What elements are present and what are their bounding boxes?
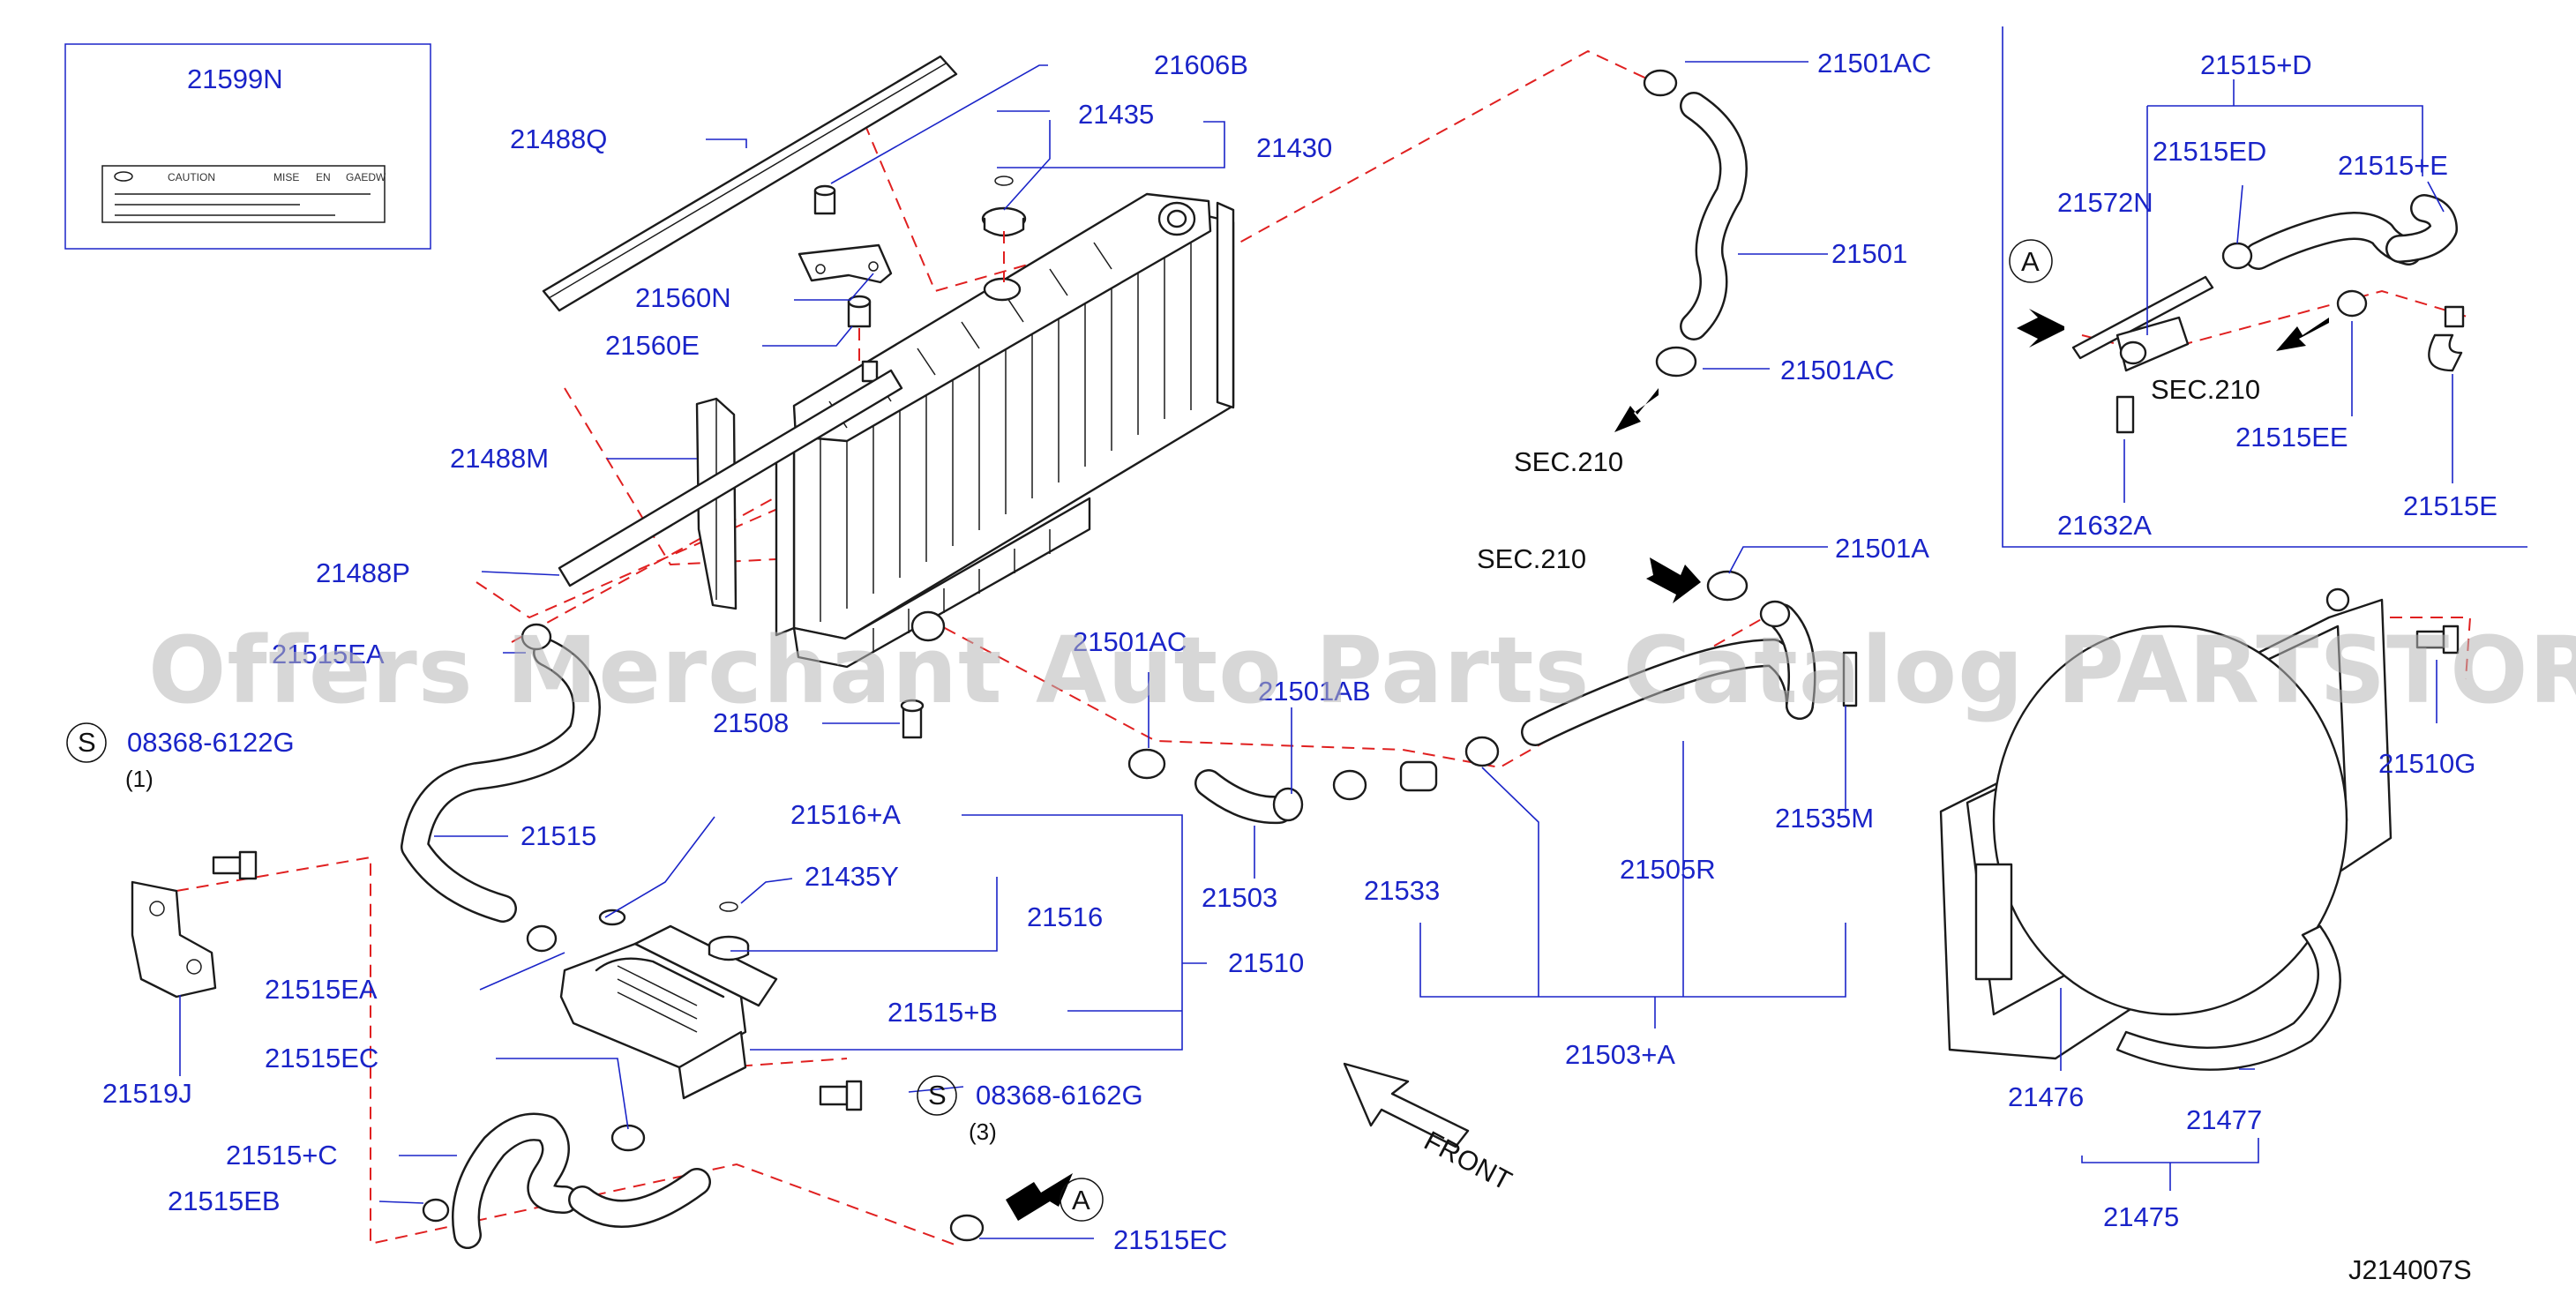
label-21519j: 21519J [102,1078,192,1109]
shroud-lower-21477 [2115,924,2341,1071]
label-21533: 21533 [1364,875,1440,906]
label-21505r: 21505R [1620,854,1716,885]
fan-shroud-21476 [1939,587,2460,1060]
diagram-code: J214007S [2348,1254,2472,1285]
gaedw-text: GAEDW [346,171,386,183]
label-21535m: 21535M [1775,803,1874,834]
label-inset-21572n: 21572N [2057,187,2153,218]
label-sec210-top: SEC.210 [1514,446,1623,477]
upper-hose-21501 [1643,69,1748,378]
label-21516: 21516 [1027,901,1103,932]
label-inset-21515d: 21515+D [2200,49,2312,80]
label-21503: 21503 [1202,882,1277,913]
arrow-inset-sec210 [2276,318,2329,351]
bolt-08368-6162g [819,1080,863,1111]
hose-21515 [401,623,601,953]
label-08368-6162g: 08368-6162G [976,1080,1143,1111]
radiator-cap-21430 [981,176,1027,282]
arrow-sec210-top [1614,388,1659,432]
label-21488p: 21488P [316,557,410,588]
drain-cock-21508 [900,699,925,739]
bolt-21510g [2415,625,2460,654]
label-21510: 21510 [1228,947,1304,978]
label-08368-6122g: 08368-6122G [127,727,295,758]
arrow-inset-a [2017,309,2064,348]
inset-detail-a [2002,26,2527,548]
seal-21488p [558,369,903,587]
label-21477: 21477 [2186,1104,2262,1135]
label-qty-1: (1) [125,766,154,792]
watermark-text: Offers Merchant Auto Parts Catalog PARTS… [148,617,2576,724]
en-text: EN [316,171,331,183]
label-21515: 21515 [520,820,596,851]
label-21560e: 21560E [605,330,700,361]
label-21515eb: 21515EB [168,1186,281,1216]
label-21606b: 21606B [1154,49,1248,80]
label-21515c: 21515+C [226,1140,338,1171]
label-21501a: 21501A [1835,533,1929,564]
label-21501: 21501 [1831,238,1907,269]
label-21515b: 21515+B [887,997,998,1028]
arrow-front [1343,1062,1470,1148]
label-21516a: 21516+A [790,799,901,830]
leader-lines [179,61,2453,1239]
label-21501ac-mid: 21501AC [1073,626,1187,657]
bracket-21560n [798,243,893,284]
seal-21488q [542,55,958,312]
lower-hose-21503 [1127,748,1304,825]
label-21503a: 21503+A [1565,1039,1675,1070]
part-labels: 21606B 21488Q 21435 21430 21560N 21560E … [66,48,2497,1285]
label-sec210-mid: SEC.210 [1477,543,1586,574]
label-21508: 21508 [713,707,789,738]
label-21599n: 21599N [187,64,283,94]
label-box-21599n: 21599N CAUTION MISE EN GAEDW [64,43,431,250]
callout-s-2: S [928,1080,947,1111]
caution-text: CAUTION [168,171,215,183]
label-21560n: 21560N [635,282,731,313]
arrow-to-a-bottom [1006,1173,1073,1221]
callout-a-bottom: A [1072,1185,1090,1216]
reservoir-tank-21510 [559,901,863,1111]
label-21488q: 21488Q [510,123,607,154]
hose-21515c [422,1112,985,1249]
label-21501ab: 21501AB [1258,676,1371,707]
bolt-08368-6122g [212,850,258,880]
label-21430: 21430 [1256,132,1332,163]
label-21476: 21476 [2008,1081,2084,1112]
label-21515ec-low: 21515EC [1113,1224,1227,1255]
label-21501ac-top: 21501AC [1817,48,1931,79]
label-inset-21515ed: 21515ED [2153,136,2266,167]
callout-s-1: S [78,727,96,758]
label-21501ac-low: 21501AC [1780,355,1894,385]
label-21475: 21475 [2103,1201,2179,1232]
pipe-21533 [1332,760,1438,801]
label-21510g: 21510G [2378,748,2475,779]
label-inset-21632a: 21632A [2057,510,2152,541]
label-21435: 21435 [1078,99,1154,130]
label-qty-3: (3) [969,1118,997,1145]
bracket-21519j [131,850,258,999]
label-21515ec-top: 21515EC [265,1043,378,1073]
label-21435y: 21435Y [805,861,899,892]
label-21515ea-top: 21515EA [272,639,385,669]
radiator-21460 [775,192,1235,669]
mount-21560e [847,295,872,362]
label-inset-21515ee: 21515EE [2235,422,2348,453]
label-21515ea-low: 21515EA [265,974,378,1005]
label-inset-21515e: 21515E [2403,490,2497,521]
mount-21606b [813,184,836,215]
label-21488m: 21488M [450,443,549,474]
lower-hose-21505r [1464,570,1858,767]
label-inset-sec210: SEC.210 [2151,374,2260,405]
arrows [1006,309,2329,1221]
callout-a-inset: A [2021,246,2040,277]
label-front: FRONT [1419,1125,1517,1196]
mise-text: MISE [273,171,299,183]
arrow-sec210-mid [1646,557,1701,603]
label-inset-21515e-plus: 21515+E [2338,150,2448,181]
